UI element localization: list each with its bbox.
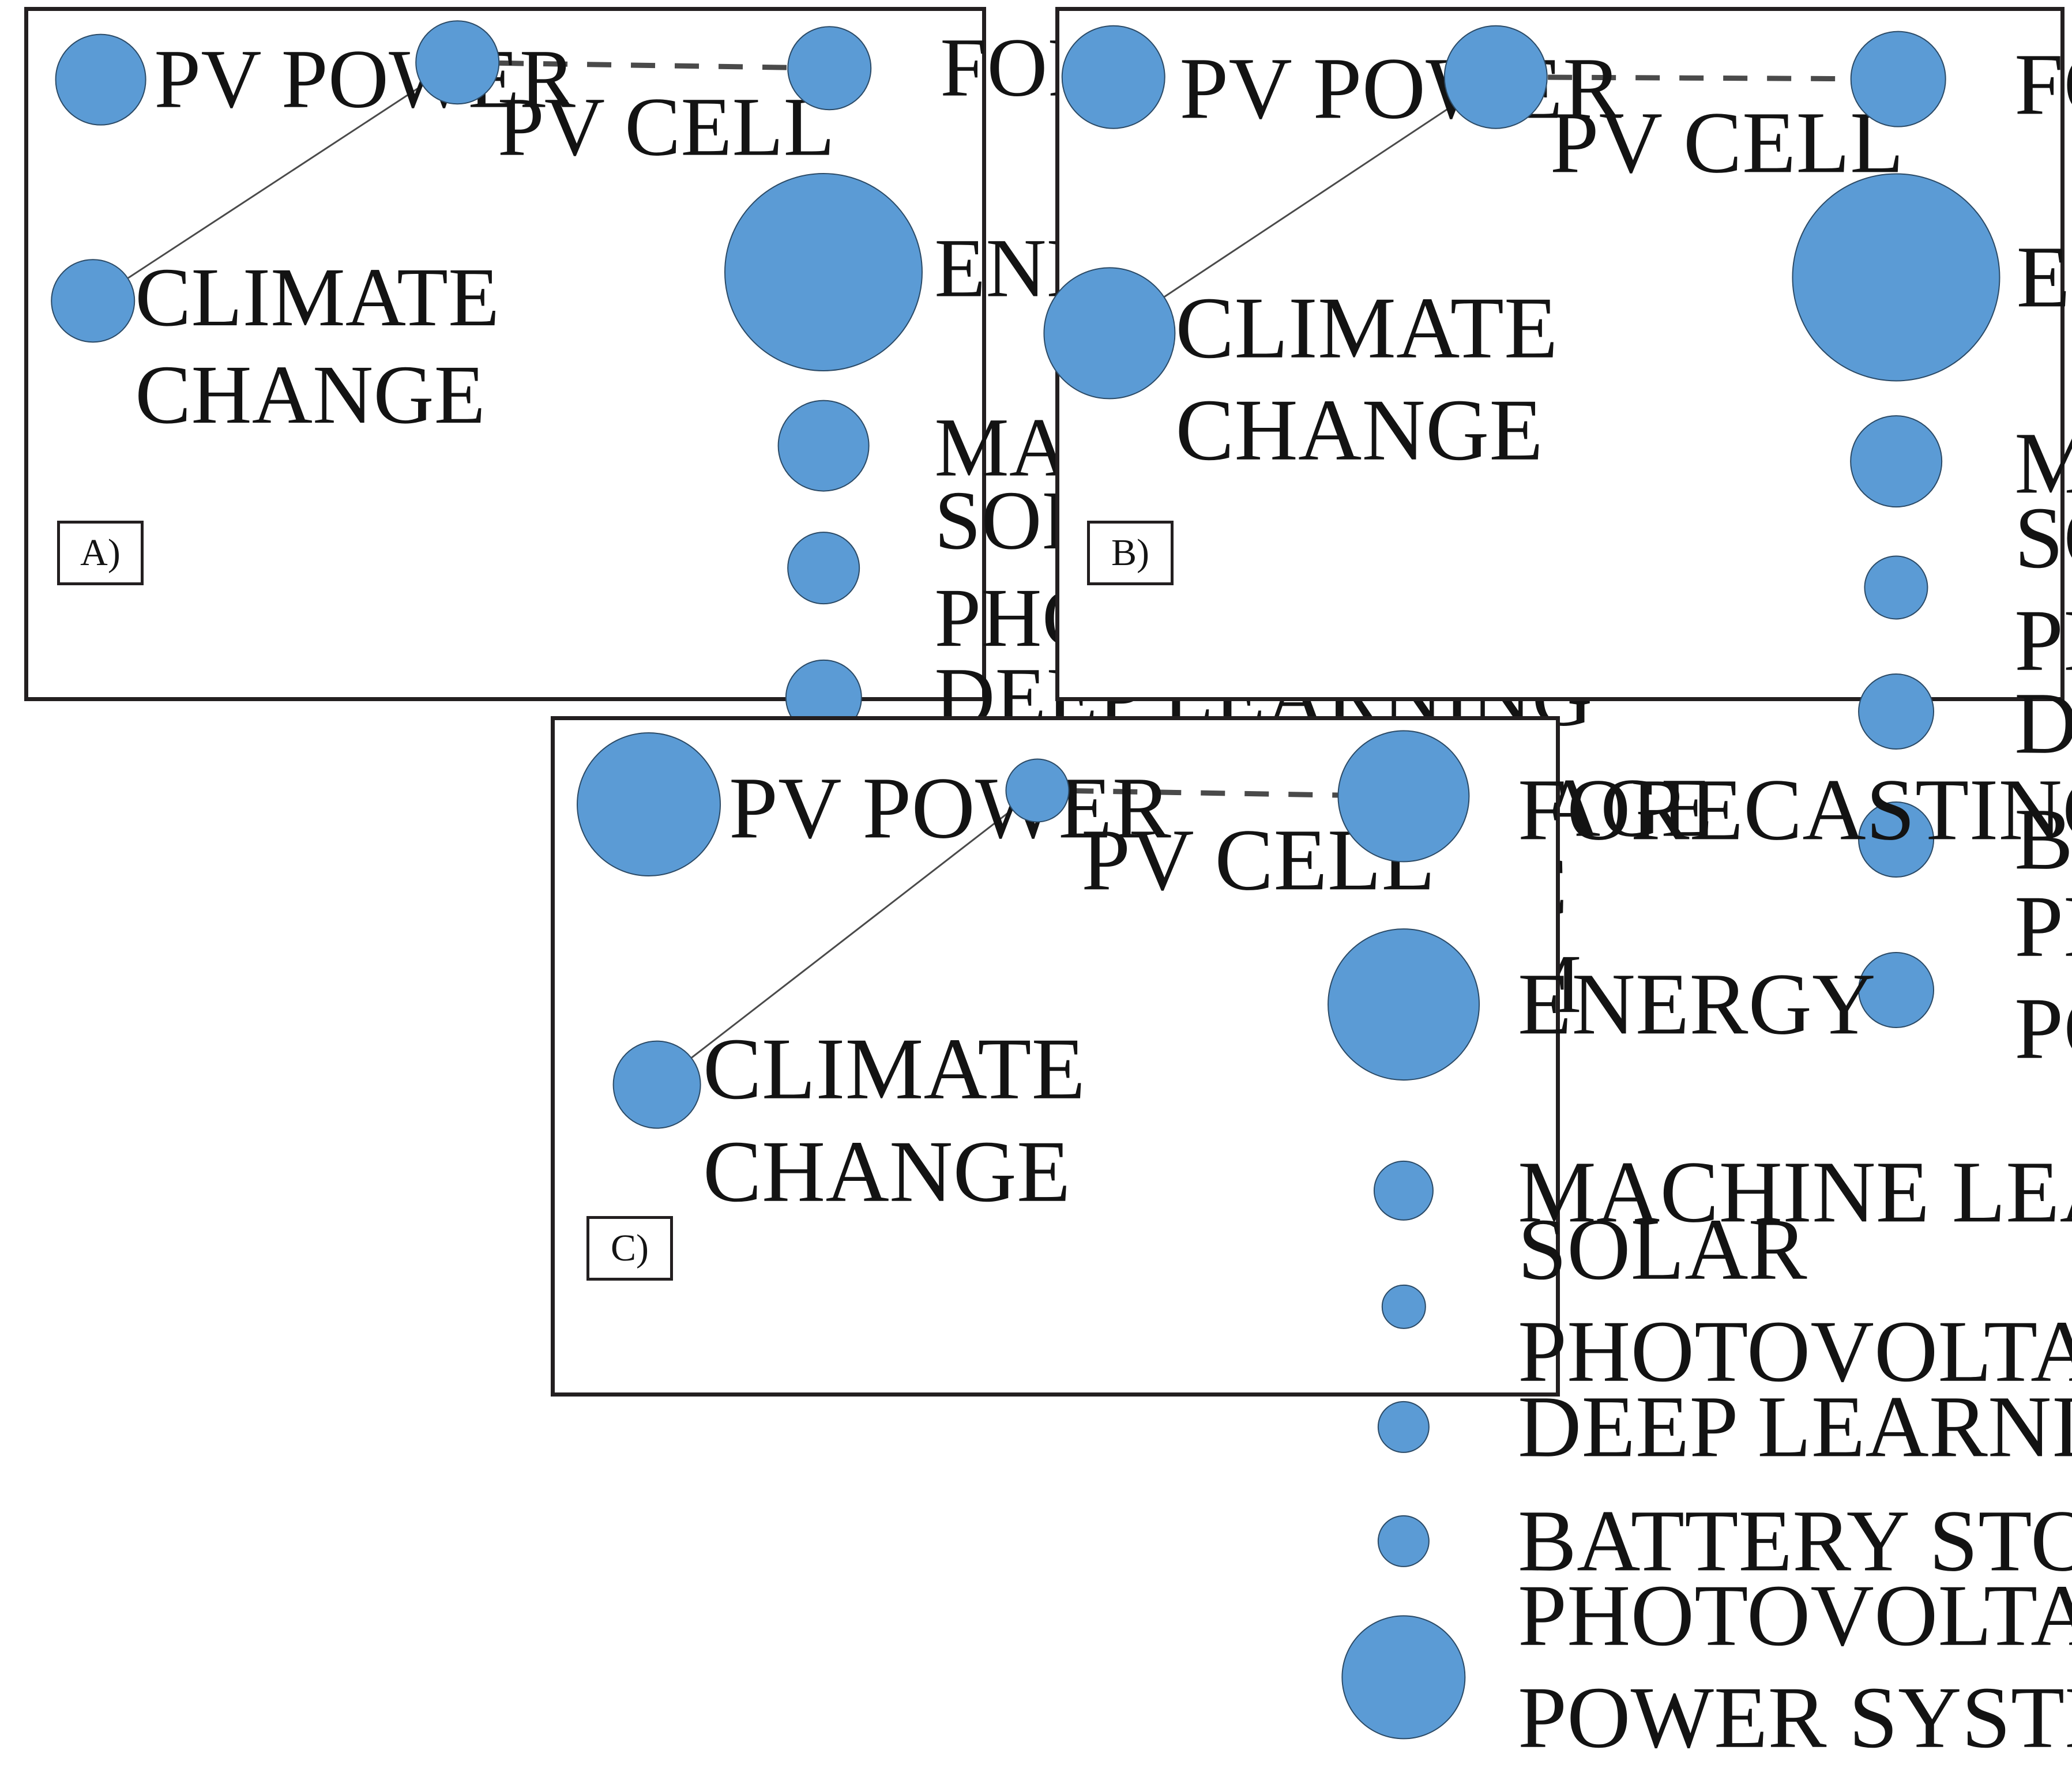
panel-tag-a: A) bbox=[57, 521, 144, 585]
panel-tag-label: B) bbox=[1111, 532, 1149, 574]
node-label-line: CLIMATE bbox=[135, 251, 500, 344]
node-label-line: ENERGY bbox=[1518, 955, 1876, 1053]
node-label-solar-photovoltaic: SOLARPHOTOVOLTAIC bbox=[2014, 487, 2072, 691]
node-pv-power[interactable] bbox=[1061, 25, 1165, 129]
node-machine-learning[interactable] bbox=[1850, 415, 1943, 508]
node-pv-power[interactable] bbox=[577, 732, 721, 876]
node-label-solar-photovoltaic: SOLARPHOTOVOLTAIC bbox=[1518, 1199, 2072, 1403]
node-deep-learning[interactable] bbox=[1858, 673, 1935, 750]
node-label-line: PV CELL bbox=[497, 80, 835, 174]
node-label-deep-learning: DEEP LEARNING bbox=[2014, 672, 2072, 774]
node-label-pv-cell: PV CELL bbox=[1550, 92, 1904, 194]
node-climate-change[interactable] bbox=[51, 259, 136, 343]
node-pv-cell[interactable] bbox=[415, 20, 500, 105]
node-label-energy: ENERGY bbox=[1518, 953, 1876, 1055]
node-label-photovoltaic-power-system: PHOTOVOLTAICPOWER SYSTEM bbox=[1518, 1565, 2072, 1769]
node-label-line: FORECASTING bbox=[2014, 36, 2072, 134]
node-label-line: ENERGY bbox=[2016, 228, 2072, 326]
node-label-battery-storage: BATTERY STORAGE bbox=[2014, 789, 2072, 891]
node-label-line: CHANGE bbox=[135, 348, 486, 442]
node-label-line: CHANGE bbox=[702, 1123, 1071, 1221]
node-forecasting[interactable] bbox=[787, 26, 872, 111]
node-climate-change[interactable] bbox=[1043, 267, 1176, 400]
node-label-line: DEEP LEARNING bbox=[2014, 675, 2072, 773]
panel-tag-c: C) bbox=[586, 1216, 673, 1281]
node-photovoltaic-power-system[interactable] bbox=[1341, 1614, 1466, 1740]
node-pv-cell[interactable] bbox=[1443, 25, 1548, 129]
node-label-forecasting: FORECASTING bbox=[2014, 34, 2072, 136]
node-label-energy: ENERGY bbox=[2017, 226, 2072, 328]
node-label-line: FORECASTING bbox=[1518, 761, 2072, 859]
panel-tag-b: B) bbox=[1087, 521, 1174, 585]
node-label-photovoltaic-power-system: PHOTOVOLTAICPOWER SYSTEM bbox=[2014, 876, 2072, 1080]
node-label-line: CLIMATE bbox=[702, 1021, 1086, 1119]
node-label-line: PHOTOVOLTAIC bbox=[2014, 878, 2072, 976]
node-machine-learning[interactable] bbox=[778, 400, 870, 492]
node-deep-learning[interactable] bbox=[1377, 1401, 1430, 1453]
node-label-forecasting: FORECASTING bbox=[1518, 759, 2072, 861]
node-climate-change[interactable] bbox=[612, 1040, 701, 1129]
node-energy[interactable] bbox=[1328, 928, 1480, 1081]
node-label-machine-learning: MACHINE LEARNING bbox=[1518, 1142, 2072, 1244]
node-label-line: BATTERY STORAGE bbox=[2014, 791, 2072, 889]
node-forecasting[interactable] bbox=[1337, 730, 1470, 863]
node-energy[interactable] bbox=[1792, 173, 2000, 382]
node-label-line: MACHINE LEARNING bbox=[2014, 415, 2072, 513]
node-solar-photovoltaic[interactable] bbox=[1864, 555, 1928, 620]
node-label-line: CHANGE bbox=[1175, 381, 1544, 479]
node-solar-photovoltaic[interactable] bbox=[787, 532, 860, 604]
node-label-line: CLIMATE bbox=[1175, 279, 1558, 377]
node-label-line: PHOTOVOLTAIC bbox=[1518, 1567, 2072, 1665]
node-energy[interactable] bbox=[724, 173, 923, 372]
panel-tag-label: C) bbox=[611, 1227, 649, 1269]
node-label-line: PHOTOVOLTAIC bbox=[1518, 1303, 2072, 1401]
node-label-machine-learning: MACHINE LEARNING bbox=[2014, 412, 2072, 514]
node-pv-power[interactable] bbox=[55, 33, 147, 126]
node-battery-storage[interactable] bbox=[1377, 1515, 1430, 1567]
node-label-line: SOLAR bbox=[1518, 1200, 1807, 1298]
node-forecasting[interactable] bbox=[1850, 31, 1947, 127]
node-label-line: POWER SYSTEM bbox=[2014, 980, 2072, 1078]
node-label-line: PHOTOVOLTAIC bbox=[2014, 592, 2072, 690]
node-pv-cell[interactable] bbox=[1005, 758, 1070, 823]
node-battery-storage[interactable] bbox=[1858, 801, 1935, 878]
node-photovoltaic-power-system[interactable] bbox=[1858, 951, 1935, 1028]
node-label-line: MACHINE LEARNING bbox=[1518, 1143, 2072, 1241]
node-label-pv-cell: PV CELL bbox=[498, 78, 835, 176]
node-solar-photovoltaic[interactable] bbox=[1381, 1285, 1426, 1329]
panel-tag-label: A) bbox=[80, 532, 121, 574]
node-label-line: DEEP LEARNING bbox=[1518, 1378, 2072, 1476]
node-label-line: PV CELL bbox=[1550, 94, 1904, 192]
node-label-line: SOLAR bbox=[2014, 490, 2072, 588]
node-label-deep-learning: DEEP LEARNING bbox=[1518, 1376, 2072, 1478]
node-machine-learning[interactable] bbox=[1374, 1160, 1434, 1221]
node-label-line: POWER SYSTEM bbox=[1518, 1669, 2072, 1767]
